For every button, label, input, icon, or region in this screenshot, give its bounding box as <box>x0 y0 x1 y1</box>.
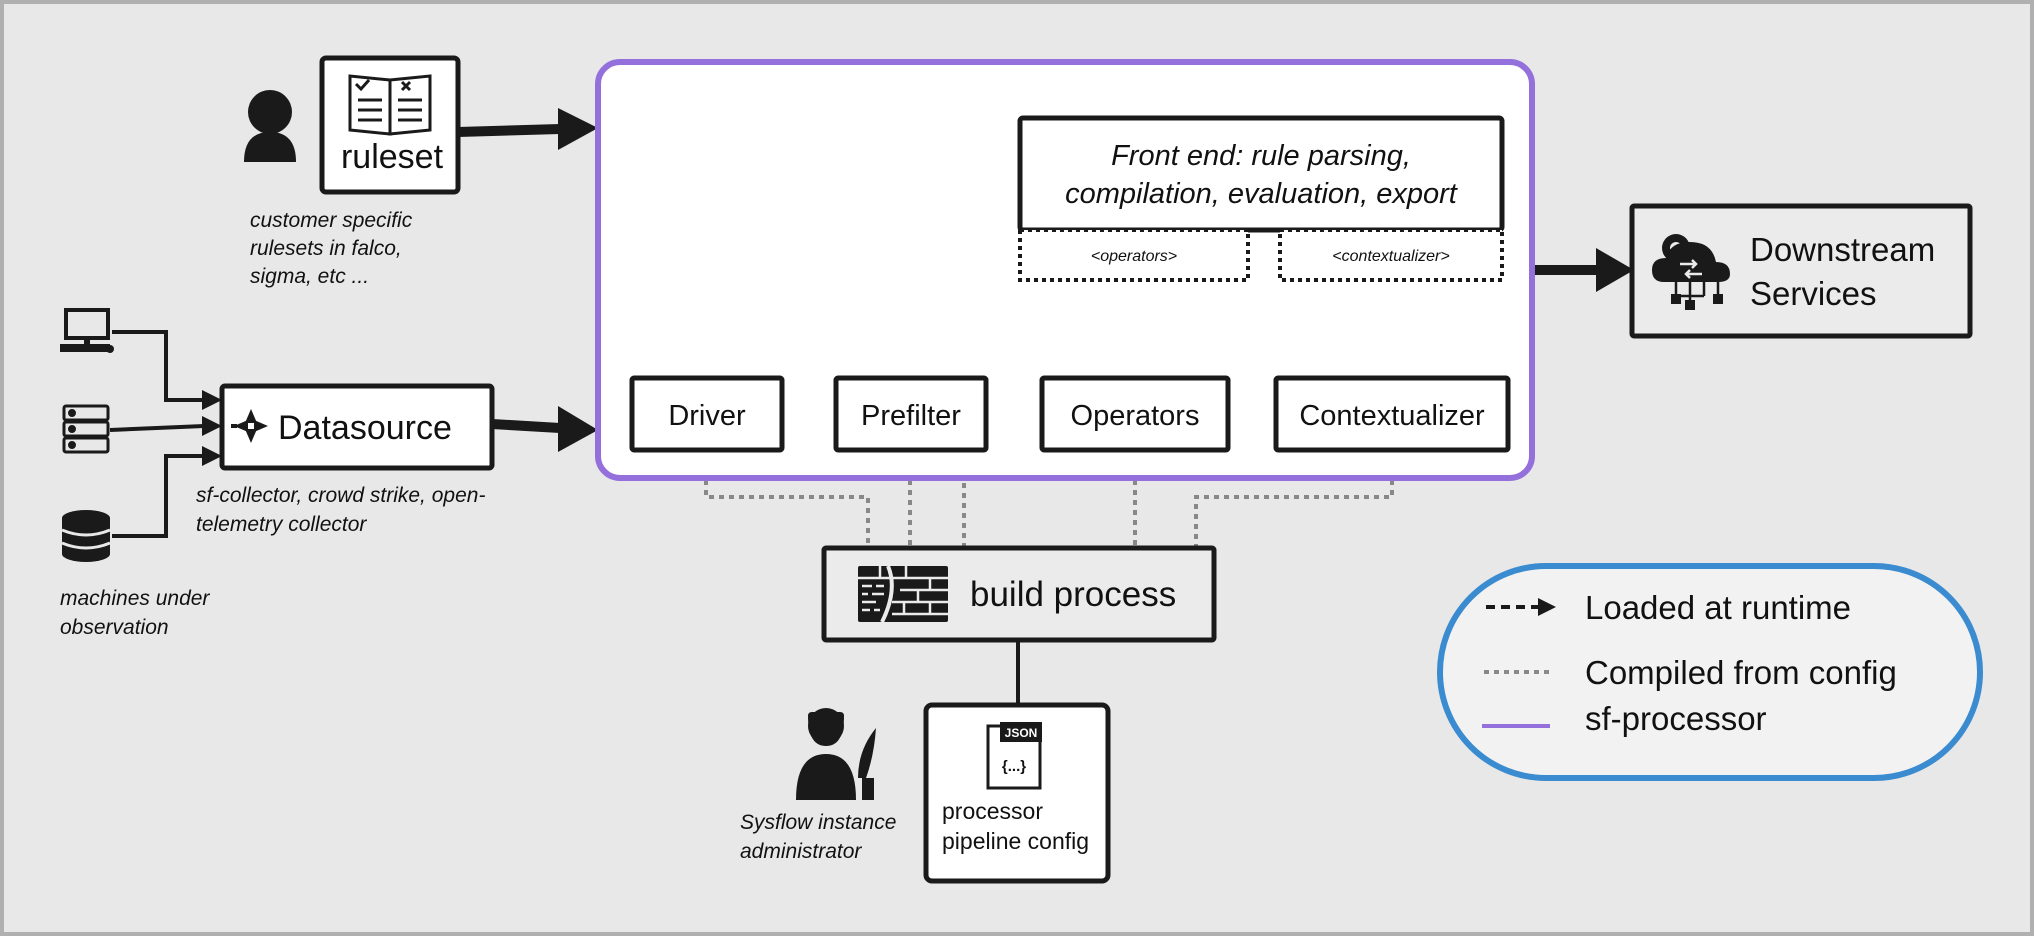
stage-driver-label: Driver <box>668 400 746 432</box>
legend: Loaded at runtime Compiled from config s… <box>1437 563 1983 781</box>
stage-driver[interactable]: Driver <box>629 375 785 453</box>
admin-note-line: Sysflow instance <box>740 811 896 834</box>
stage-operators[interactable]: Operators <box>1039 375 1231 453</box>
legend-runtime-label: Loaded at runtime <box>1585 589 1851 626</box>
stage-operators-label: Operators <box>1071 400 1200 432</box>
frontend-box[interactable]: Front end: rule parsing, compilation, ev… <box>1017 115 1505 233</box>
config-label-line: processor <box>942 798 1043 824</box>
ruleset-label: ruleset <box>341 138 444 176</box>
stage-contextualizer[interactable]: Contextualizer <box>1273 375 1511 453</box>
json-tag: JSON <box>1005 726 1038 740</box>
operators-slot-label: <operators> <box>1091 248 1177 265</box>
frontend-label-line: Front end: rule parsing, <box>1111 140 1411 172</box>
datasource-note: sf-collector, crowd strike, open- teleme… <box>196 484 485 536</box>
computer-icon <box>60 308 114 353</box>
administrator-icon <box>796 708 876 800</box>
config-label-line: pipeline config <box>942 828 1089 854</box>
contextualizer-slot: <contextualizer> <box>1278 228 1504 282</box>
build-process-node[interactable]: build process <box>821 545 1217 643</box>
downstream-label-line: Services <box>1750 275 1877 312</box>
arrow-server <box>109 424 205 432</box>
server-icon <box>62 404 110 454</box>
ruleset-note: customer specific rulesets in falco, sig… <box>250 209 413 288</box>
datasource-label: Datasource <box>278 409 452 447</box>
legend-compiled-label: Compiled from config <box>1585 654 1897 691</box>
arrowheads-machines <box>202 390 222 466</box>
datasource-node[interactable]: Datasource <box>219 383 495 471</box>
json-file-icon: JSON {...} <box>986 722 1042 790</box>
collector-icon <box>231 409 268 443</box>
admin-note: Sysflow instance administrator <box>740 811 896 863</box>
arrow-processor-downstream <box>1532 248 1634 292</box>
arrow-database <box>112 454 204 538</box>
contextualizer-slot-label: <contextualizer> <box>1332 248 1449 265</box>
legend-processor-label: sf-processor <box>1585 700 1767 737</box>
build-process-label: build process <box>970 575 1176 614</box>
machines-note: machines under observation <box>60 587 210 639</box>
downstream-node[interactable]: Downstream Services <box>1629 203 1973 339</box>
legend-border <box>1437 563 1983 781</box>
stage-contextualizer-label: Contextualizer <box>1299 400 1485 432</box>
ruleset-book-icon <box>348 74 432 136</box>
frontend-label-line: compilation, evaluation, export <box>1065 178 1459 210</box>
operators-slot: <operators> <box>1018 228 1250 282</box>
arrows-machines-datasource <box>109 330 205 538</box>
ruleset-note-line: customer specific <box>250 209 413 232</box>
cloud-services-icon <box>1652 234 1730 310</box>
admin-note-line: administrator <box>740 840 862 863</box>
stage-prefilter[interactable]: Prefilter <box>833 375 989 453</box>
user-icon <box>244 90 296 162</box>
datasource-note-line: telemetry collector <box>196 513 367 536</box>
stage-prefilter-label: Prefilter <box>861 400 961 432</box>
json-glyph: {...} <box>1002 758 1026 775</box>
firewall-build-icon <box>858 565 948 623</box>
ruleset-node[interactable]: ruleset <box>319 55 461 195</box>
arrow-datasource-processor <box>491 406 598 452</box>
legend-compiled: Compiled from config <box>1484 654 1897 691</box>
machines-note-line: machines under <box>60 587 210 610</box>
legend-processor: sf-processor <box>1482 700 1767 737</box>
arrow-computer <box>112 330 204 402</box>
ruleset-note-line: rulesets in falco, <box>250 237 402 260</box>
arrow-ruleset-processor <box>457 108 598 150</box>
datasource-note-line: sf-collector, crowd strike, open- <box>196 484 485 507</box>
machines-note-line: observation <box>60 616 169 639</box>
pipeline-config-node[interactable]: JSON {...} processor pipeline config <box>923 702 1111 884</box>
database-icon <box>61 510 111 562</box>
legend-runtime: Loaded at runtime <box>1486 589 1851 626</box>
downstream-label-line: Downstream <box>1750 231 1935 268</box>
ruleset-note-line: sigma, etc ... <box>250 265 369 288</box>
